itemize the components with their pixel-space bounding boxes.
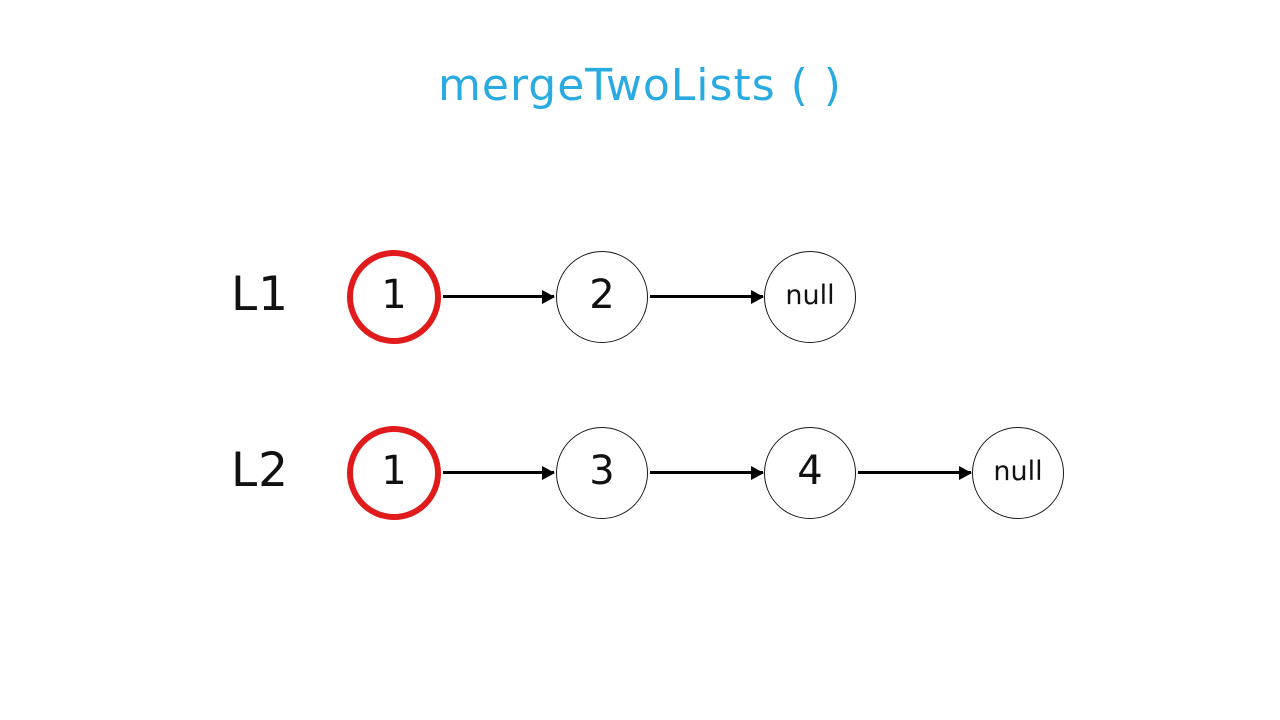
- list-node-l2-2[interactable]: 4: [764, 427, 856, 519]
- node-value: null: [785, 279, 835, 311]
- list-label-l1: L1: [231, 267, 290, 322]
- list-label-l2: L2: [231, 443, 290, 498]
- list-node-l2-1[interactable]: 3: [556, 427, 648, 519]
- list-node-l1-2[interactable]: null: [764, 251, 856, 343]
- arrow-l2-1-to-2: [650, 465, 764, 480]
- list-node-l1-1[interactable]: 2: [556, 251, 648, 343]
- list-node-l2-0[interactable]: 1: [347, 426, 441, 520]
- list-node-l2-3[interactable]: null: [972, 427, 1064, 519]
- node-value: 3: [589, 448, 615, 494]
- list-node-l1-0[interactable]: 1: [347, 250, 441, 344]
- arrow-l1-0-to-1: [443, 289, 555, 304]
- node-value: null: [993, 455, 1043, 487]
- page-title: mergeTwoLists ( ): [438, 60, 842, 111]
- arrow-l2-2-to-3: [858, 465, 972, 480]
- node-value: 4: [797, 448, 823, 494]
- node-value: 2: [589, 272, 615, 318]
- arrowhead-icon: [542, 289, 555, 304]
- arrowhead-icon: [542, 465, 555, 480]
- arrowhead-icon: [751, 465, 764, 480]
- node-value: 1: [381, 448, 407, 494]
- arrowhead-icon: [751, 289, 764, 304]
- arrow-l1-1-to-2: [650, 289, 764, 304]
- arrow-l2-0-to-1: [443, 465, 555, 480]
- arrowhead-icon: [959, 465, 972, 480]
- node-value: 1: [381, 272, 407, 318]
